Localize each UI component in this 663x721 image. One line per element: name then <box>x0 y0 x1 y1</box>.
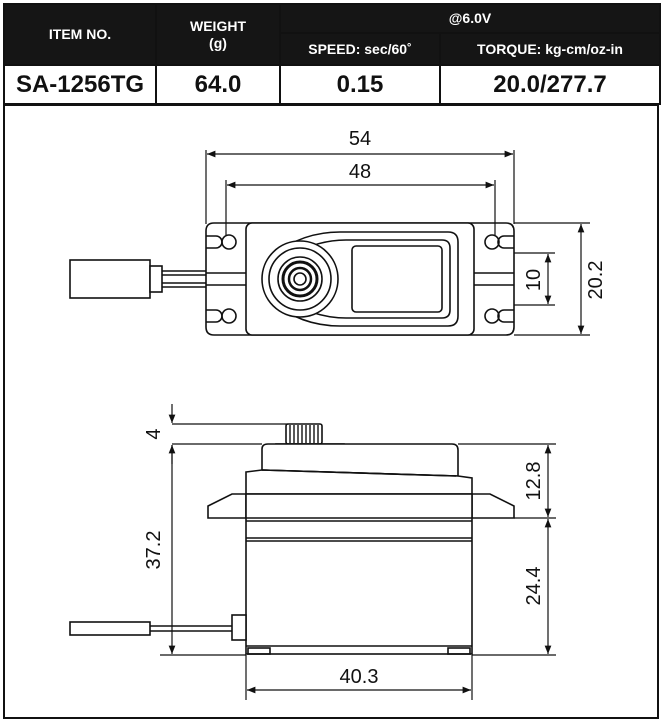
voltage-header: @6.0V <box>278 3 662 34</box>
item-no-header: ITEM NO. <box>3 3 157 66</box>
output-spline-top <box>261 240 339 318</box>
weight-unit-label: (g) <box>209 34 227 51</box>
spec-table: ITEM NO. WEIGHT (g) @6.0V SPEED: sec/60˚… <box>3 3 662 105</box>
mounting-ear-right <box>471 493 515 519</box>
item-no-value: SA-1256TG <box>3 64 157 105</box>
weight-header-label: WEIGHT <box>190 17 246 34</box>
dimension-overall-width: 54 <box>349 128 371 150</box>
speed-header: SPEED: sec/60˚ <box>279 32 441 66</box>
mounting-ear-left <box>207 493 247 519</box>
torque-header: TORQUE: kg-cm/oz-in <box>438 32 662 66</box>
side-connector-plug <box>69 621 151 636</box>
top-view <box>69 222 515 336</box>
top-cap <box>261 443 459 477</box>
weight-header: WEIGHT (g) <box>155 3 281 66</box>
drawing-frame <box>3 104 659 719</box>
dimension-hole-spacing: 48 <box>349 161 371 183</box>
dimension-spline-height: 4 <box>143 428 165 439</box>
side-view <box>69 423 515 655</box>
dimension-top-case-height: 12.8 <box>523 462 545 501</box>
connector-plug <box>69 259 151 299</box>
side-view-dimensions <box>160 404 556 700</box>
speed-value: 0.15 <box>279 64 441 105</box>
weight-value: 64.0 <box>155 64 281 105</box>
output-spline-side <box>285 423 323 445</box>
dimension-overall-height: 37.2 <box>143 531 165 570</box>
dimension-tab-height: 20.2 <box>585 261 607 300</box>
top-view-dimensions <box>205 150 590 336</box>
dimension-lower-case-height: 24.4 <box>523 567 545 606</box>
dimension-slot-width: 10 <box>523 269 545 291</box>
torque-value: 20.0/277.7 <box>438 64 662 105</box>
dimension-body-width: 40.3 <box>340 666 379 688</box>
